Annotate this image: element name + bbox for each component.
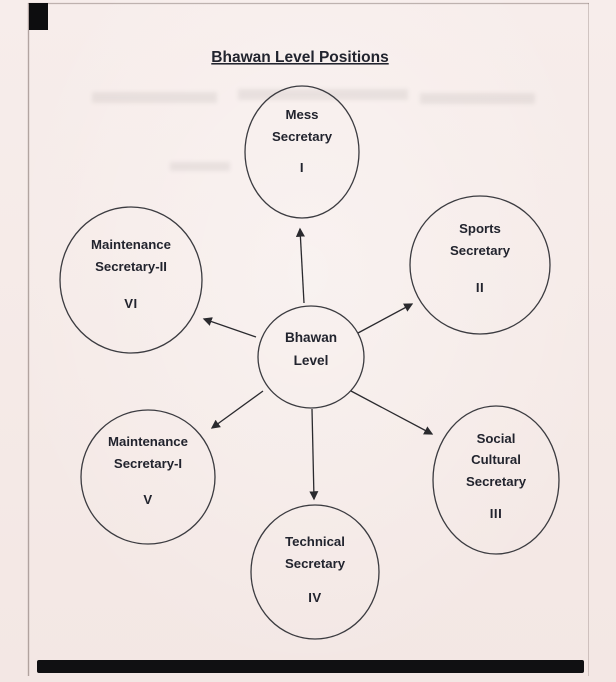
node-label: Sports (459, 221, 501, 236)
node-label: Secretary (285, 556, 346, 571)
node-mess-secretary: Mess Secretary I (272, 107, 333, 175)
center-label-line2: Level (294, 353, 329, 368)
node-maintenance-secretary-1: Maintenance Secretary-I V (108, 434, 188, 507)
node-label: Maintenance (91, 237, 171, 252)
node-label: Cultural (471, 452, 521, 467)
scan-frame (27, 2, 589, 676)
node-label: Technical (285, 534, 345, 549)
node-label: Mess (286, 107, 319, 122)
arrow-to-social-cultural-secretary (350, 390, 434, 435)
node-numeral: V (143, 492, 152, 507)
arrow-to-technical-secretary (309, 408, 319, 501)
node-label: Maintenance (108, 434, 188, 449)
arrow-to-mess-secretary (295, 227, 305, 304)
node-label: Secretary (466, 474, 527, 489)
node-numeral: IV (308, 590, 321, 605)
node-numeral: II (476, 280, 484, 295)
node-label: Secretary-I (114, 456, 182, 471)
node-numeral: VI (124, 296, 137, 311)
arrow-to-maintenance-secretary-1 (210, 390, 264, 429)
node-ellipse-maintenance-secretary-1 (80, 409, 216, 545)
scan-artifact-top-left-block (29, 3, 48, 30)
node-ellipse-bhawan-level (257, 305, 365, 409)
node-ellipse-maintenance-secretary-2 (59, 206, 203, 354)
node-ellipse-sports-secretary (409, 195, 551, 335)
node-label: Secretary (450, 243, 511, 258)
node-label: Secretary (272, 129, 333, 144)
node-numeral: I (300, 160, 304, 175)
page-title: Bhawan Level Positions (211, 49, 388, 66)
node-sports-secretary: Sports Secretary II (450, 221, 511, 295)
center-label-line1: Bhawan (285, 330, 337, 345)
node-ellipse-technical-secretary (250, 504, 380, 640)
node-numeral: III (490, 506, 503, 521)
connector-arrows (202, 227, 434, 501)
node-label: Secretary-II (95, 259, 167, 274)
scan-artifact-bottom-bar (37, 660, 584, 673)
node-label: Social (477, 431, 516, 446)
node-social-cultural-secretary: Social Cultural Secretary III (466, 431, 527, 521)
node-technical-secretary: Technical Secretary IV (285, 534, 346, 605)
node-ellipse-social-cultural-secretary (432, 405, 560, 555)
node-bhawan-level: Bhawan Level (285, 330, 337, 368)
arrow-to-sports-secretary (357, 303, 414, 334)
node-ellipse-mess-secretary (244, 85, 360, 219)
arrow-to-maintenance-secretary-2 (202, 317, 257, 338)
node-maintenance-secretary-2: Maintenance Secretary-II VI (91, 237, 171, 311)
scan-artifact-ghosting (92, 89, 535, 171)
